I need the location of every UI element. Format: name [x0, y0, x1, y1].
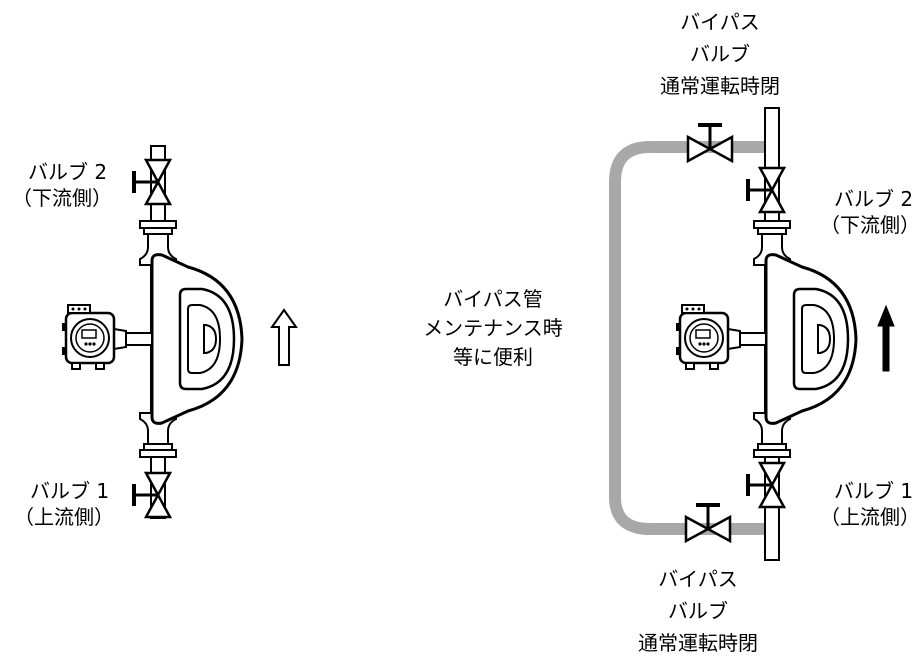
left-flowmeter — [60, 219, 244, 459]
left-valve-2-position: （下流側） — [12, 186, 112, 210]
bypass-note-line3: 等に便利 — [453, 345, 533, 369]
left-outline-up-arrow-icon — [270, 308, 298, 366]
bypass-valve-bottom-line1: バイパス — [658, 567, 738, 591]
bypass-valve-bottom-line3: 通常運転時閉 — [638, 631, 758, 655]
bypass-valve-top-line3: 通常運転時閉 — [660, 74, 780, 98]
right-valve-1-name: バルブ 1 — [834, 479, 914, 503]
right-valve-1-label: バルブ 1 （上流側） — [820, 478, 920, 530]
left-valve-2-name: バルブ 2 — [28, 160, 108, 184]
right-valve-2-position: （下流側） — [820, 213, 920, 237]
bypass-note-line1: バイパス管 — [443, 287, 543, 311]
left-valve-1-name: バルブ 1 — [30, 479, 110, 503]
right-flowmeter — [674, 219, 858, 459]
bypass-pipe — [609, 141, 772, 535]
left-valve-1-label: バルブ 1 （上流側） — [14, 478, 114, 530]
bypass-valve-bottom-line2: バルブ — [668, 599, 728, 623]
right-solid-up-arrow-icon — [877, 304, 895, 372]
left-valve-1-position: （上流側） — [14, 505, 114, 529]
bypass-valve-top-line1: バイパス — [680, 10, 760, 34]
left-installation — [60, 145, 298, 519]
bypass-valve-bottom-label: バイパス バルブ 通常運転時閉 — [598, 566, 798, 656]
bypass-valve-top-label: バイパス バルブ 通常運転時閉 — [620, 9, 820, 99]
right-valve-1-position: （上流側） — [820, 505, 920, 529]
right-valve-2-name: バルブ 2 — [834, 187, 914, 211]
bypass-note-line2: メンテナンス時 — [423, 316, 563, 340]
bypass-valve-bottom — [684, 503, 732, 543]
left-valve-2-label: バルブ 2 （下流側） — [12, 159, 112, 211]
bypass-note: バイパス管 メンテナンス時 等に便利 — [405, 286, 581, 370]
right-installation — [609, 107, 895, 561]
right-valve-2-label: バルブ 2 （下流側） — [820, 186, 920, 238]
bypass-valve-top-line2: バルブ — [690, 42, 750, 66]
bypass-valve-top — [686, 123, 734, 163]
